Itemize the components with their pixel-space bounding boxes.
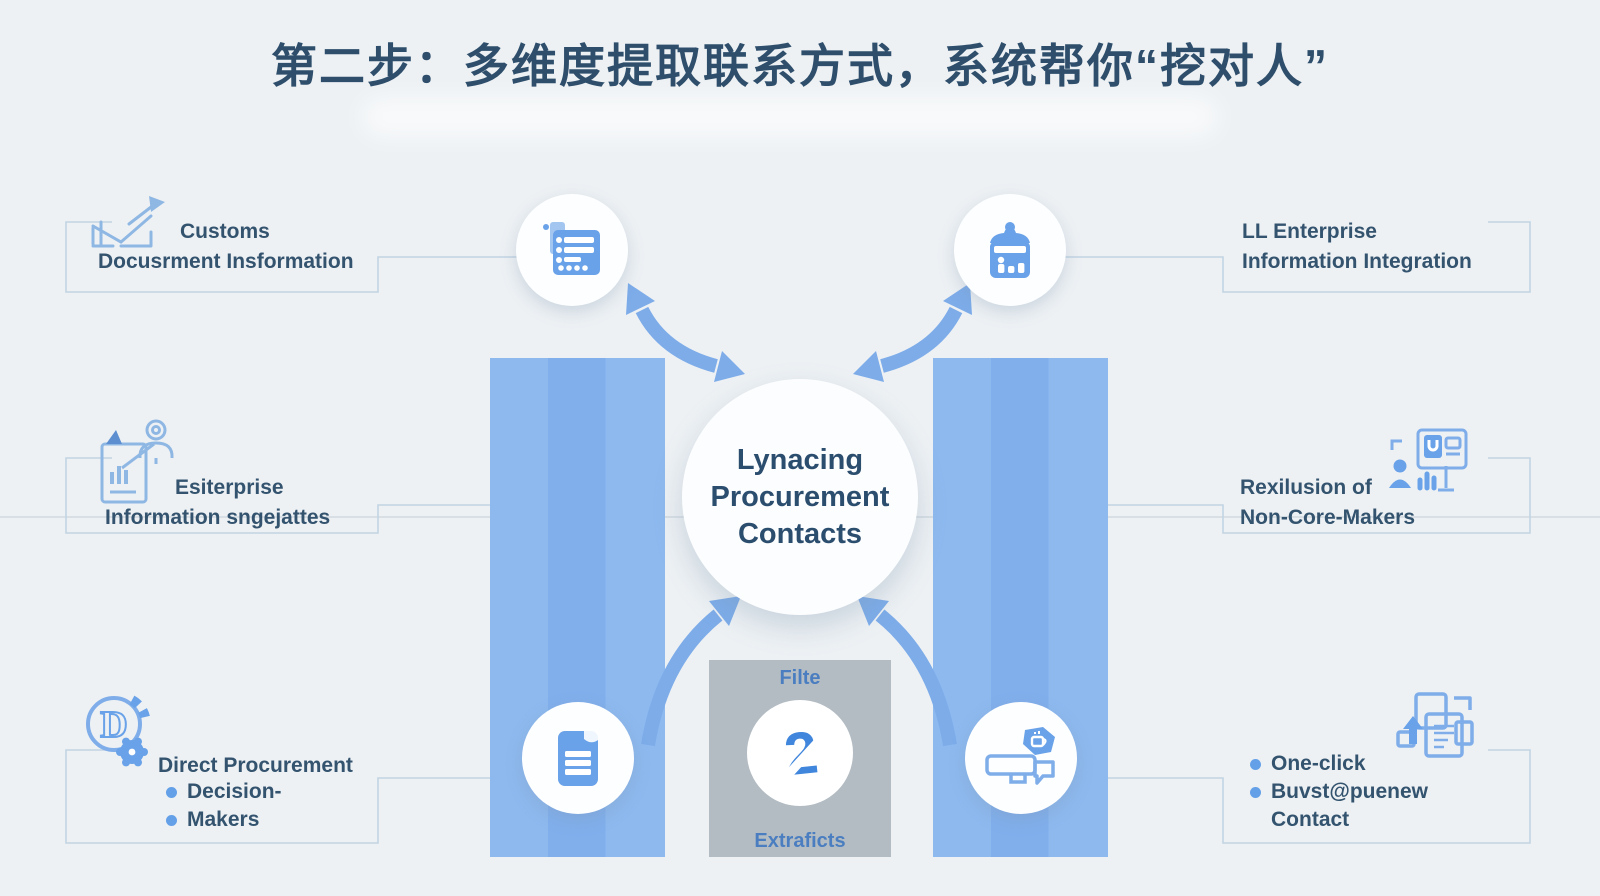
filter-panel-top-label: Filte [779,667,821,689]
arrowhead-icon [853,351,884,382]
filter-glyph-circle: 2 [747,700,853,806]
title-glow [360,96,1220,138]
hub-bottom-right [965,702,1077,814]
d-letter: D [100,704,127,746]
left-top-label-line1: Customs [180,220,270,243]
left-middle-label-line2: Information sngejattes [105,506,331,529]
bullet-text: One-click [1271,752,1366,775]
fold-corner [106,430,122,444]
chat-service-icon [985,727,1055,785]
filter-question-icon: 2 [781,718,822,788]
right-bottom-bullet-1: One-click [1250,752,1366,776]
presentation-icon [1389,428,1468,492]
right-middle-label-line1: Rexilusion of [1240,476,1372,499]
left-bottom-bullet-1: Decision- [166,780,282,804]
arrowhead-icon [626,283,655,315]
bullet-text: Makers [187,808,260,831]
central-hub: Lynacing Procurement Contacts [682,379,918,615]
d-gear-icon: D [86,695,150,767]
documents-transfer-icon [1396,692,1474,758]
right-top-label-line2: Information Integration [1242,250,1472,273]
bullet-dot [1250,758,1261,770]
hub-bottom-left [522,702,634,814]
arrowhead-icon [714,351,745,382]
customs-trend-icon [91,196,165,248]
up-arrow [1403,716,1423,744]
arrowhead-icon [709,596,741,626]
central-hub-line: Lynacing [736,443,864,476]
right-bottom-bullet-2: Buvst@puenew [1250,780,1428,804]
hub-top-right [954,194,1066,306]
page-title: 第二步：多维度提取联系方式，系统帮你“挖对人” [271,40,1329,92]
arrowhead-icon [943,283,972,315]
clipboard-icon [558,731,598,786]
filter-panel: Filte 2 Extraficts [709,660,891,857]
right-middle-label-line2: Non-Core-Makers [1240,506,1416,529]
left-top-label-line2: Docusrment Insformation [98,250,354,273]
bullet-dot [166,786,177,798]
arrowhead-icon [857,596,889,626]
glyph-slash [782,738,822,781]
bullet-text: Decision- [187,780,282,803]
left-middle-label-line1: Esiterprise [175,476,284,499]
form-list-icon [543,222,600,275]
hub-top-left [516,194,628,306]
bullet-dot [166,814,177,826]
central-hub-line: Procurement [710,480,890,513]
right-bottom-line3: Contact [1271,808,1350,831]
bullet-dot [1250,786,1261,798]
bullet-text: Buvst@puenew [1271,780,1428,803]
central-hub-line: Contacts [737,517,863,550]
left-bottom-bullet-2: Makers [166,808,259,832]
right-top-label-line1: LL Enterprise [1242,220,1377,243]
left-bottom-title: Direct Procurement [158,754,353,777]
jar-data-icon [990,222,1030,278]
filter-panel-bottom-label: Extraficts [754,830,846,852]
trend-arrowhead [149,196,165,212]
